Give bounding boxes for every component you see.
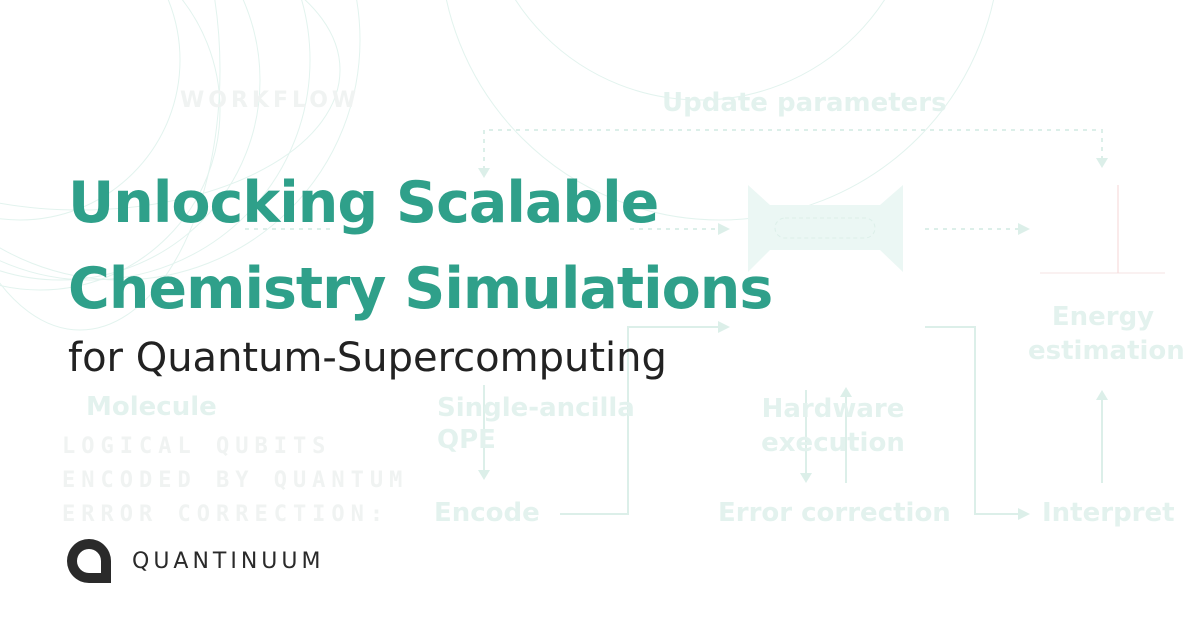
- node-interpret: Interpret: [1042, 498, 1175, 528]
- side-text: LOGICAL QUBITS ENCODED BY QUANTUM ERROR …: [62, 430, 408, 532]
- node-hardware: Hardware execution: [761, 394, 905, 458]
- update-parameters-label: Update parameters: [662, 88, 947, 118]
- node-molecule: Molecule: [86, 392, 217, 422]
- headline: Unlocking Scalable Chemistry Simulations: [68, 160, 773, 332]
- node-error-correction: Error correction: [718, 498, 951, 528]
- flow-arrows: [245, 129, 1103, 515]
- side-text-line: ENCODED BY QUANTUM: [62, 468, 409, 493]
- node-encode: Encode: [434, 498, 540, 528]
- hardware-trap-icon: [748, 185, 903, 272]
- side-text-line: LOGICAL QUBITS: [62, 434, 332, 459]
- headline-line-1: Unlocking Scalable: [68, 170, 659, 236]
- arrow-heads: [478, 158, 1108, 520]
- brand-logo: QUANTINUUM: [66, 538, 325, 584]
- workflow-label: WORKFLOW: [180, 88, 361, 113]
- subtitle: for Quantum-Supercomputing: [68, 335, 667, 381]
- side-text-line: ERROR CORRECTION:: [62, 502, 390, 527]
- node-qpe: Single-ancilla QPE: [437, 393, 635, 455]
- brand-name: QUANTINUUM: [132, 548, 325, 574]
- quantinuum-logo-icon: [67, 539, 111, 583]
- wireframe-sphere: [0, 0, 994, 331]
- node-energy: Energy estimation: [1028, 302, 1185, 366]
- headline-line-2: Chemistry Simulations: [68, 256, 773, 322]
